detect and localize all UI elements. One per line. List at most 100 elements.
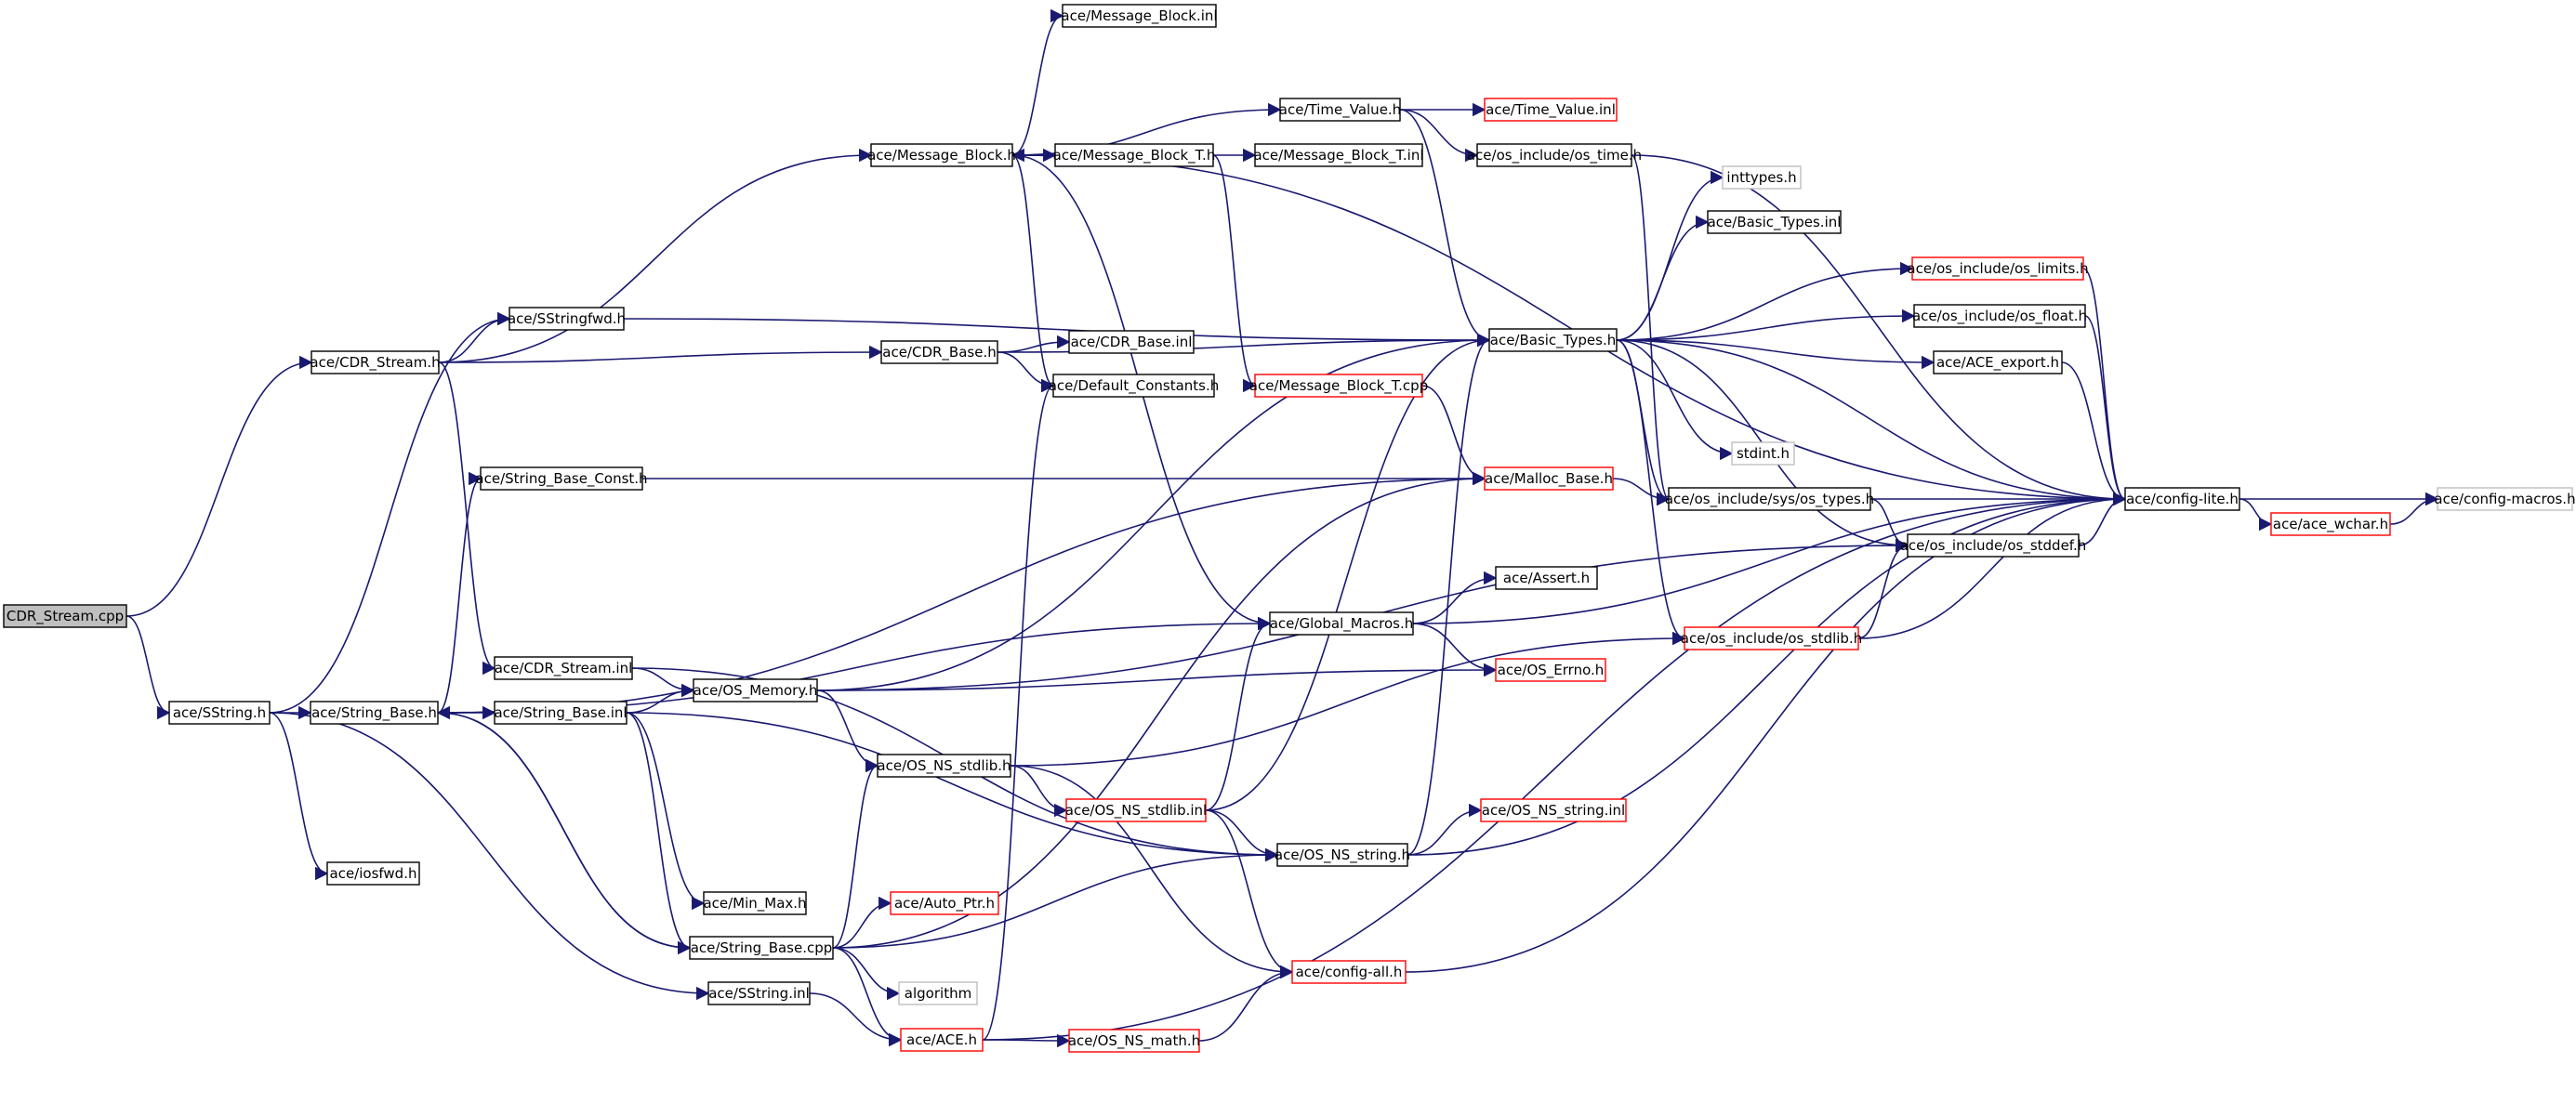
- node-box: [1488, 328, 1618, 352]
- node-box: [1484, 98, 1618, 122]
- node-ace-h[interactable]: ace/ACE.h: [900, 1028, 984, 1052]
- node-sstring-inl[interactable]: ace/SString.inl: [707, 981, 811, 1005]
- node-box: [310, 701, 439, 725]
- node-string-base-inl[interactable]: ace/String_Base.inl: [494, 701, 627, 725]
- node-ace-export-h[interactable]: ace/ACE_export.h: [1933, 350, 2063, 374]
- node-box: [1065, 798, 1207, 822]
- node-os-time-h[interactable]: ace/os_include/os_time.h: [1467, 143, 1642, 167]
- node-sstring-h[interactable]: ace/SString.h: [168, 701, 271, 725]
- node-label: ace/ACE_export.h: [1936, 354, 2059, 372]
- node-box: [494, 701, 627, 725]
- node-cdr-stream-cpp[interactable]: CDR_Stream.cpp: [3, 604, 127, 628]
- node-message-block-inl[interactable]: ace/Message_Block.inl: [1061, 4, 1218, 28]
- node-global-macros-h[interactable]: ace/Global_Macros.h: [1269, 611, 1414, 636]
- node-box: [480, 466, 643, 491]
- node-time-value-inl[interactable]: ace/Time_Value.inl: [1484, 98, 1618, 122]
- edge-basic-types-h-to-os-float-h: [1616, 309, 1916, 341]
- node-message-block-h[interactable]: ace/Message_Block.h: [867, 143, 1016, 167]
- node-default-constants-h[interactable]: ace/Default_Constants.h: [1049, 374, 1220, 398]
- edge-basic-types-h-to-basic-types-inl: [1616, 215, 1710, 341]
- node-min-max-h[interactable]: ace/Min_Max.h: [703, 891, 807, 915]
- node-label: ace/String_Base.cpp: [691, 939, 833, 957]
- node-label: ace/Global_Macros.h: [1270, 615, 1414, 633]
- node-config-all-h[interactable]: ace/config-all.h: [1291, 960, 1407, 984]
- node-stdint-h[interactable]: stdint.h: [1731, 441, 1795, 466]
- node-label: ace/Time_Value.h: [1279, 101, 1401, 119]
- node-inttypes-h[interactable]: inttypes.h: [1722, 165, 1802, 190]
- edge-basic-types-h-to-stdint-h: [1616, 339, 1734, 461]
- edge-ace-wchar-h-to-config-macros-h: [2389, 492, 2439, 525]
- node-iosfwd-h[interactable]: ace/iosfwd.h: [326, 861, 420, 886]
- node-auto-ptr-h[interactable]: ace/Auto_Ptr.h: [890, 891, 999, 915]
- node-basic-types-inl[interactable]: ace/Basic_Types.inl: [1707, 210, 1842, 234]
- node-string-base-h[interactable]: ace/String_Base.h: [310, 701, 439, 725]
- node-os-ns-string-h[interactable]: ace/OS_NS_string.h: [1275, 843, 1410, 867]
- node-label: ace/CDR_Stream.inl: [495, 660, 633, 677]
- node-box: [1913, 304, 2086, 328]
- node-message-block-t-h[interactable]: ace/Message_Block_T.h: [1053, 143, 1216, 167]
- node-os-memory-h[interactable]: ace/OS_Memory.h: [693, 678, 818, 703]
- node-algorithm[interactable]: algorithm: [898, 981, 978, 1005]
- node-box: [1068, 330, 1195, 354]
- node-assert-h[interactable]: ace/Assert.h: [1495, 566, 1598, 590]
- edge-cdr-base-h-to-cdr-base-inl: [997, 335, 1071, 353]
- edge-os-ns-stdlib-h-to-os-stdlib-h: [1010, 631, 1686, 767]
- node-cdr-stream-h[interactable]: ace/CDR_Stream.h: [310, 350, 441, 374]
- node-string-base-cpp[interactable]: ace/String_Base.cpp: [689, 936, 834, 960]
- node-os-ns-stdlib-h[interactable]: ace/OS_NS_stdlib.h: [877, 754, 1011, 778]
- edge-os-time-h-to-os-sys-types-h: [1631, 154, 1671, 506]
- node-os-ns-math-h[interactable]: ace/OS_NS_math.h: [1068, 1029, 1200, 1053]
- edge-string-base-cpp-to-algorithm: [832, 947, 901, 1001]
- edge-os-stdlib-h-to-config-lite-h: [1857, 492, 2127, 639]
- node-box: [2270, 512, 2391, 536]
- node-os-sys-types-h[interactable]: ace/os_include/sys/os_types.h: [1665, 487, 1874, 511]
- node-os-float-h[interactable]: ace/os_include/os_float.h: [1912, 304, 2087, 328]
- node-os-limits-h[interactable]: ace/os_include/os_limits.h: [1907, 256, 2089, 281]
- node-os-ns-string-inl[interactable]: ace/OS_NS_string.inl: [1480, 798, 1627, 822]
- node-box: [326, 861, 420, 886]
- edge-basic-types-h-to-config-lite-h: [1616, 339, 2127, 506]
- node-label: ace/Min_Max.h: [703, 895, 806, 913]
- edge-os-ns-math-h-to-config-all-h: [1198, 965, 1294, 1042]
- node-config-macros-h[interactable]: ace/config-macros.h: [2434, 487, 2576, 511]
- node-label: ace/Assert.h: [1503, 570, 1590, 586]
- edge-basic-types-h-to-ace-export-h: [1616, 339, 1935, 370]
- node-label: ace/CDR_Base.h: [882, 344, 996, 361]
- node-sstringfwd-h[interactable]: ace/SStringfwd.h: [508, 307, 626, 331]
- node-label: ace/OS_Errno.h: [1498, 662, 1605, 679]
- node-string-base-const-h[interactable]: ace/String_Base_Const.h: [475, 466, 648, 491]
- node-message-block-t-inl[interactable]: ace/Message_Block_T.inl: [1253, 143, 1424, 167]
- node-box: [1731, 441, 1795, 466]
- node-os-errno-h[interactable]: ace/OS_Errno.h: [1495, 658, 1606, 682]
- node-box: [2437, 487, 2573, 511]
- node-box: [1480, 798, 1627, 822]
- node-os-ns-stdlib-inl[interactable]: ace/OS_NS_stdlib.inl: [1065, 798, 1207, 822]
- edge-os-stdlib-h-to-os-stddef-h: [1857, 538, 1909, 639]
- node-time-value-h[interactable]: ace/Time_Value.h: [1279, 98, 1401, 122]
- edge-ace-h-to-default-constants-h: [982, 379, 1055, 1041]
- node-malloc-base-h[interactable]: ace/Malloc_Base.h: [1484, 466, 1614, 491]
- node-config-lite-h[interactable]: ace/config-lite.h: [2124, 487, 2240, 511]
- node-label: stdint.h: [1737, 445, 1790, 462]
- node-cdr-base-inl[interactable]: ace/CDR_Base.inl: [1068, 330, 1195, 354]
- node-cdr-stream-inl[interactable]: ace/CDR_Stream.inl: [494, 656, 633, 680]
- node-os-stdlib-h[interactable]: ace/os_include/os_stdlib.h: [1681, 626, 1862, 650]
- node-box: [2124, 487, 2240, 511]
- node-label: ace/os_include/os_limits.h: [1907, 260, 2088, 278]
- node-message-block-t-cpp[interactable]: ace/Message_Block_T.cpp: [1249, 374, 1428, 398]
- edge-os-ns-string-h-to-os-ns-string-inl: [1407, 803, 1483, 856]
- node-ace-wchar-h[interactable]: ace/ace_wchar.h: [2270, 512, 2391, 536]
- node-label: ace/config-all.h: [1296, 964, 1403, 980]
- node-os-stddef-h[interactable]: ace/os_include/os_stddef.h: [1900, 533, 2087, 558]
- node-label: ace/iosfwd.h: [330, 865, 417, 882]
- node-box: [1668, 487, 1871, 511]
- node-label: ace/Basic_Types.h: [1490, 332, 1616, 349]
- node-label: ace/OS_NS_stdlib.h: [877, 757, 1011, 775]
- node-basic-types-h[interactable]: ace/Basic_Types.h: [1488, 328, 1618, 352]
- node-label: ace/SString.h: [173, 704, 266, 721]
- node-label: ace/config-lite.h: [2126, 491, 2239, 507]
- edge-string-base-inl-to-os-memory-h: [626, 683, 695, 714]
- node-box: [168, 701, 271, 725]
- node-cdr-base-h[interactable]: ace/CDR_Base.h: [880, 340, 998, 364]
